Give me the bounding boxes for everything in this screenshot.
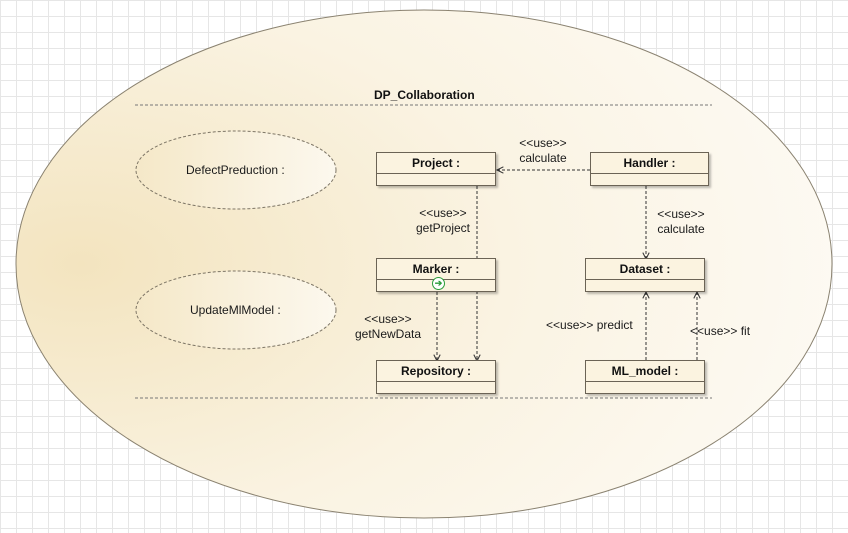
collaboration-title: DP_Collaboration bbox=[374, 88, 475, 102]
edge-label-project-repository: <<use>> getProject bbox=[410, 206, 476, 236]
operation-label: getProject bbox=[415, 221, 471, 235]
edge-label-mlmodel-dataset-predict: <<use>> predict bbox=[546, 318, 633, 332]
stereotype-label: <<use>> bbox=[519, 136, 567, 150]
role-label-defect-preduction: DefectPreduction : bbox=[186, 163, 285, 177]
edge-label-marker-repository: <<use>> getNewData bbox=[352, 312, 424, 342]
operation-label: calculate bbox=[519, 151, 567, 165]
stereotype-label: <<use>> bbox=[419, 206, 467, 220]
role-update-ml-model[interactable] bbox=[135, 270, 337, 350]
edge-label-handler-project: <<use>> calculate bbox=[512, 136, 574, 166]
role-defect-preduction[interactable] bbox=[135, 130, 337, 210]
class-ml-model-name: ML_model : bbox=[586, 361, 704, 382]
edge-label-mlmodel-dataset-fit: <<use>> fit bbox=[690, 324, 751, 338]
green-arrow-circle-icon: ➔ bbox=[432, 277, 445, 290]
edge-label-handler-dataset: <<use>> calculate bbox=[650, 207, 712, 237]
operation-label: calculate bbox=[657, 222, 705, 236]
class-repository-name: Repository : bbox=[377, 361, 495, 382]
role-label-update-ml-model: UpdateMlModel : bbox=[190, 303, 281, 317]
class-repository[interactable]: Repository : bbox=[376, 360, 496, 394]
class-handler[interactable]: Handler : bbox=[590, 152, 709, 186]
stereotype-label: <<use>> bbox=[657, 207, 705, 221]
class-project[interactable]: Project : bbox=[376, 152, 496, 186]
operation-label: getNewData bbox=[354, 327, 422, 341]
class-ml-model[interactable]: ML_model : bbox=[585, 360, 705, 394]
class-dataset-name: Dataset : bbox=[586, 259, 704, 280]
class-marker[interactable]: Marker : ➔ bbox=[376, 258, 496, 292]
class-handler-name: Handler : bbox=[591, 153, 708, 174]
stereotype-label: <<use>> bbox=[364, 312, 412, 326]
class-dataset[interactable]: Dataset : bbox=[585, 258, 705, 292]
class-project-name: Project : bbox=[377, 153, 495, 174]
